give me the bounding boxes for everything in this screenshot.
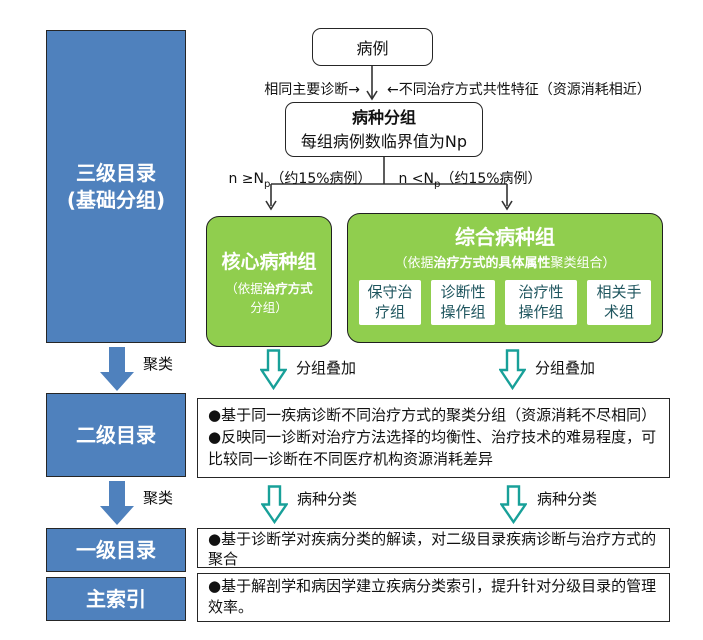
classify-label-right: 病种分类 (537, 490, 598, 508)
down-arrow-icon (100, 481, 134, 525)
subgroup-line: 操作组 (518, 302, 564, 321)
cluster-label-2: 聚类 (143, 489, 174, 507)
level3-line1: 三级目录 (76, 160, 156, 185)
subgroup-therapeutic: 治疗性 操作组 (505, 280, 577, 325)
branch-left-sub: p (264, 178, 271, 190)
composite-subtitle-post: 聚类组合） (550, 256, 616, 271)
branch-label-left: n ≥Np（约15%病例） (212, 168, 388, 190)
main-index-box: 主索引 (46, 577, 186, 621)
disease-grouping-box: 病种分组 每组病例数临界值为Np (285, 102, 483, 157)
branch-left-prefix: n ≥N (228, 171, 264, 187)
level2-directory-box: 二级目录 (46, 393, 186, 477)
down-arrow-icon (100, 347, 134, 391)
branch-right-sub: p (434, 178, 441, 190)
grouping-subtitle: 每组病例数临界值为Np (300, 131, 468, 151)
left-annotation: 相同主要诊断→ (264, 82, 360, 98)
branch-right-suffix: （约15%病例） (440, 171, 542, 187)
composite-subgroup-row: 保守治 疗组 诊断性 操作组 治疗性 操作组 相关手 术组 (359, 280, 651, 325)
subgroup-surgery: 相关手 术组 (587, 280, 651, 325)
subgroup-diagnostic: 诊断性 操作组 (431, 280, 495, 325)
core-group-title: 核心病种组 (221, 251, 317, 273)
overlay-label-left: 分组叠加 (296, 359, 357, 377)
composite-group-subtitle: （依据治疗方式的具体属性聚类组合） (348, 252, 662, 271)
composite-subtitle-pre: （依据 (394, 256, 434, 271)
composite-group-title: 综合病种组 (455, 225, 555, 249)
hollow-down-arrow-icon (500, 485, 527, 524)
case-box: 病例 (312, 28, 433, 66)
hollow-down-arrow-icon (499, 349, 526, 390)
core-group-subtitle: （依据治疗方式分组） (207, 278, 331, 316)
level2-label: 二级目录 (76, 422, 156, 447)
hollow-down-arrow-icon (260, 349, 287, 390)
level2-description-box: ●基于同一疾病诊断不同治疗方式的聚类分组（资源消耗不尽相同） ●反映同一诊断对治… (197, 398, 670, 478)
subgroup-line: 保守治 (367, 283, 413, 301)
grouping-title: 病种分组 (351, 108, 416, 128)
subgroup-line: 疗组 (374, 302, 405, 321)
main-index-label: 主索引 (86, 586, 146, 611)
level3-line2: (基础分组) (66, 187, 166, 212)
core-subtitle-post: 分组） (250, 300, 288, 315)
level1-label: 一级目录 (76, 537, 156, 562)
branch-left-suffix: （约15%病例） (270, 171, 372, 187)
level3-directory-box: 三级目录 (基础分组) (46, 30, 186, 343)
desc1-line1: ●基于同一疾病诊断不同治疗方式的聚类分组（资源消耗不尽相同） (208, 406, 657, 424)
core-subtitle-bold: 治疗方式 (262, 281, 313, 296)
right-annotation: ←不同治疗方式共性特征（资源消耗相近） (387, 82, 651, 98)
composite-disease-group-box: 综合病种组 （依据治疗方式的具体属性聚类组合） 保守治 疗组 诊断性 操作组 治… (347, 213, 663, 343)
subgroup-line: 操作组 (440, 302, 486, 321)
case-label: 病例 (356, 39, 389, 58)
desc1-line2: ●反映同一诊断对治疗方法选择的均衡性、治疗技术的难易程度，可比较同一诊断在不同医… (208, 427, 657, 468)
desc2-text: ●基于诊断学对疾病分类的解读，对二级目录疾病诊断与治疗方式的聚合 (208, 530, 657, 569)
branch-label-right: n <Np（约15%病例） (385, 168, 555, 190)
subgroup-line: 诊断性 (440, 283, 486, 301)
subgroup-line: 术组 (603, 302, 634, 321)
composite-subtitle-bold: 治疗方式的具体属性 (433, 256, 551, 271)
classify-label-left: 病种分类 (297, 490, 358, 508)
level1-directory-box: 一级目录 (46, 528, 186, 572)
main-index-description-box: ●基于解剖学和病因学建立疾病分类索引，提升针对分级目录的管理效率。 (197, 573, 670, 622)
branch-right-prefix: n <N (398, 171, 434, 187)
level1-description-box: ●基于诊断学对疾病分类的解读，对二级目录疾病诊断与治疗方式的聚合 (197, 528, 670, 568)
subgroup-conservative: 保守治 疗组 (359, 280, 421, 325)
overlay-label-right: 分组叠加 (535, 359, 596, 377)
core-disease-group-box: 核心病种组 （依据治疗方式分组） (206, 216, 332, 347)
cluster-label-1: 聚类 (143, 355, 174, 373)
core-subtitle-pre: （依据 (225, 281, 263, 296)
subgroup-line: 治疗性 (518, 283, 564, 301)
subgroup-line: 相关手 (596, 283, 642, 301)
hollow-down-arrow-icon (261, 485, 288, 524)
desc3-text: ●基于解剖学和病因学建立疾病分类索引，提升针对分级目录的管理效率。 (208, 577, 657, 616)
